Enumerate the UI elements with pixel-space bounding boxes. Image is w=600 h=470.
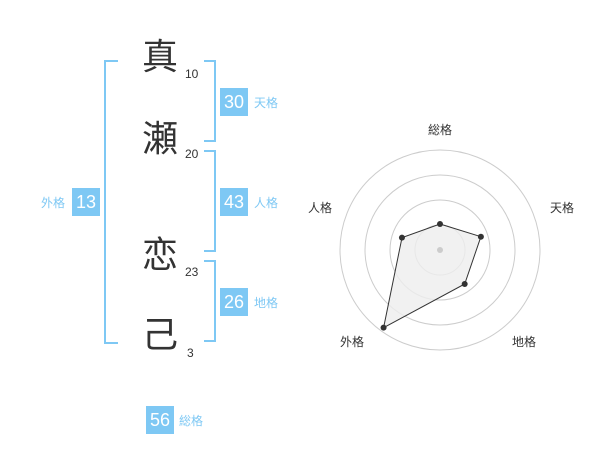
name-char-2: 瀬 — [142, 119, 179, 160]
stroke-count-2: 20 — [185, 147, 199, 161]
fortune-radar-chart: 総格 天格 地格 外格 人格 — [308, 122, 574, 351]
name-char-1: 真 — [142, 37, 179, 78]
radar-point-3 — [461, 280, 468, 287]
axis-label-gaikaku: 外格 — [340, 334, 364, 349]
name-char-4: 己 — [142, 315, 179, 356]
axis-label-jinkaku: 人格 — [308, 200, 332, 215]
stroke-count-3: 23 — [185, 265, 199, 279]
radar-ring-4 — [339, 149, 541, 351]
chikaku-value-badge: 26 — [220, 288, 248, 316]
chikaku-bracket — [204, 260, 216, 342]
jinkaku-value-badge: 43 — [220, 188, 248, 216]
soukaku-value-badge: 56 — [146, 406, 174, 434]
radar-area — [382, 223, 482, 329]
name-char-3: 恋 — [142, 235, 179, 276]
stroke-count-1: 10 — [185, 67, 199, 81]
tenkaku-label: 天格 — [254, 96, 279, 110]
jinkaku-bracket — [204, 150, 216, 252]
gaikaku-label: 外格 — [41, 196, 66, 210]
radar-point-5 — [398, 234, 405, 241]
gaikaku-value-badge: 13 — [72, 188, 100, 216]
gaikaku-bracket — [104, 60, 118, 344]
tenkaku-bracket — [204, 60, 216, 142]
chikaku-label: 地格 — [254, 296, 279, 310]
axis-label-tenkaku: 天格 — [550, 200, 574, 215]
radar-point-1 — [437, 221, 443, 227]
radar-point-4 — [380, 324, 387, 331]
radar-center-dot — [437, 247, 443, 253]
stroke-count-4: 3 — [187, 346, 194, 360]
axis-label-chikaku: 地格 — [512, 334, 536, 349]
axis-label-soukaku: 総格 — [428, 122, 452, 137]
tenkaku-value-badge: 30 — [220, 88, 248, 116]
radar-point-2 — [477, 233, 484, 240]
radar-ring-3 — [364, 174, 516, 326]
jinkaku-label: 人格 — [254, 196, 279, 210]
soukaku-label: 総格 — [179, 414, 204, 428]
radar-ring-2 — [389, 199, 491, 301]
